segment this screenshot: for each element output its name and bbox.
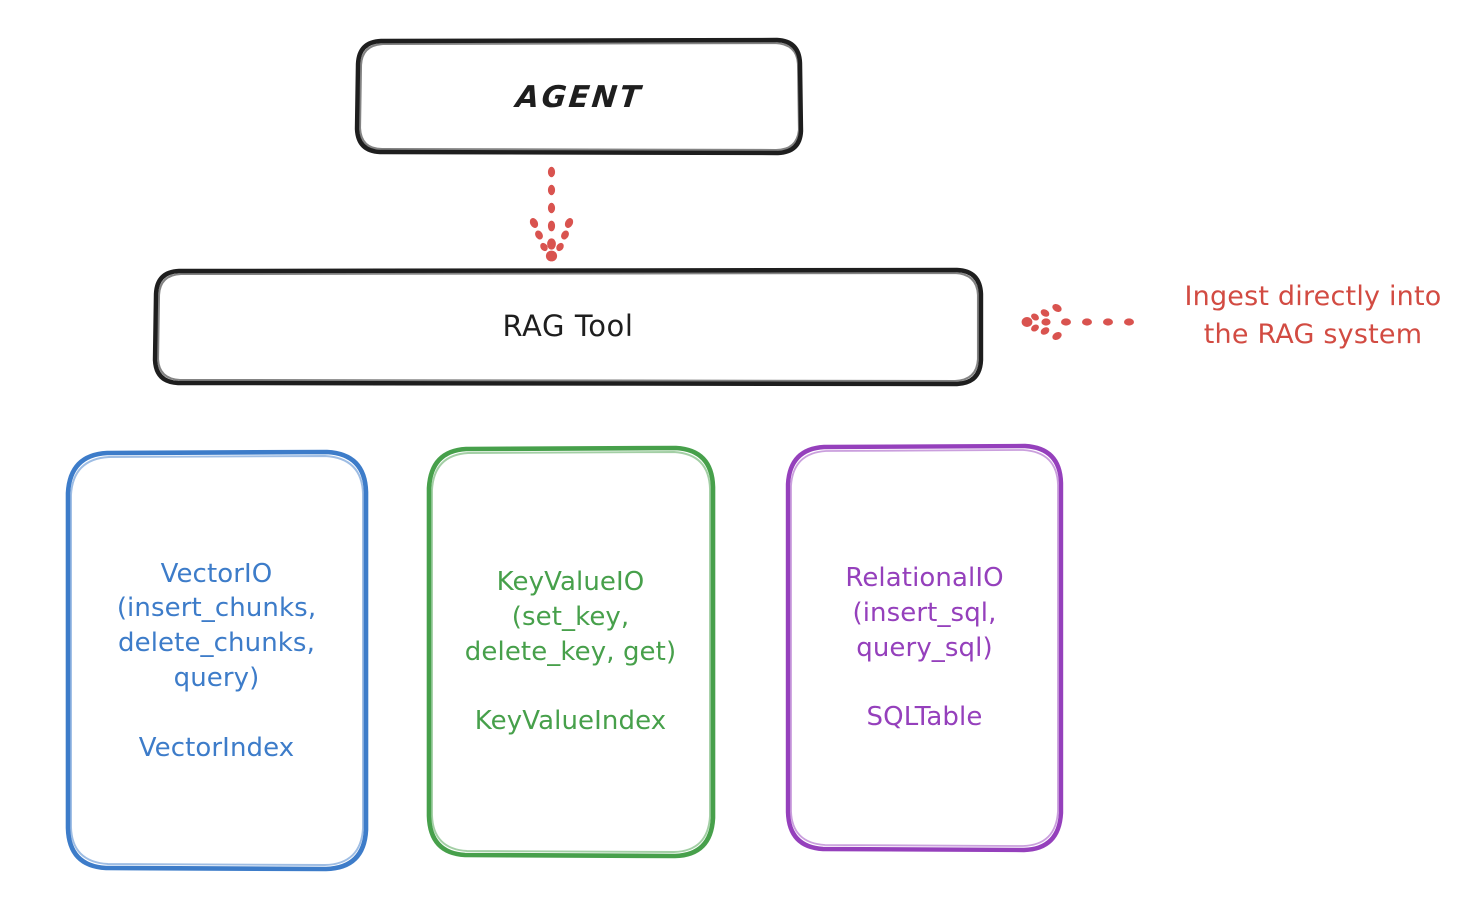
node-relational-io-label: RelationalIO (insert_sql, query_sql) SQL… xyxy=(845,562,1004,733)
node-agent[interactable]: AGENT xyxy=(357,40,801,154)
node-relational-io[interactable]: RelationalIO (insert_sql, query_sql) SQL… xyxy=(788,446,1061,850)
annotation-ingest-text: Ingest directly into the RAG system xyxy=(1184,281,1442,351)
node-rag-tool[interactable]: RAG Tool xyxy=(155,270,981,384)
vector-io-box-outline xyxy=(65,449,369,872)
node-vector-io[interactable]: VectorIO (insert_chunks, delete_chunks, … xyxy=(67,452,366,870)
agent-box-outline xyxy=(354,37,804,156)
node-rag-tool-label: RAG Tool xyxy=(502,309,634,344)
node-key-value-io[interactable]: KeyValueIO (set_key, delete_key, get) Ke… xyxy=(428,448,713,856)
key-value-io-box-outline xyxy=(426,445,716,859)
ingest-to-rag-connector xyxy=(1021,304,1134,340)
node-key-value-io-label: KeyValueIO (set_key, delete_key, get) Ke… xyxy=(464,566,677,737)
node-agent-label: AGENT xyxy=(513,79,645,115)
agent-to-rag-connector xyxy=(529,166,574,262)
rag-tool-box-outline xyxy=(152,267,984,387)
relational-io-box-outline xyxy=(785,443,1064,853)
node-vector-io-label: VectorIO (insert_chunks, delete_chunks, … xyxy=(116,558,317,763)
